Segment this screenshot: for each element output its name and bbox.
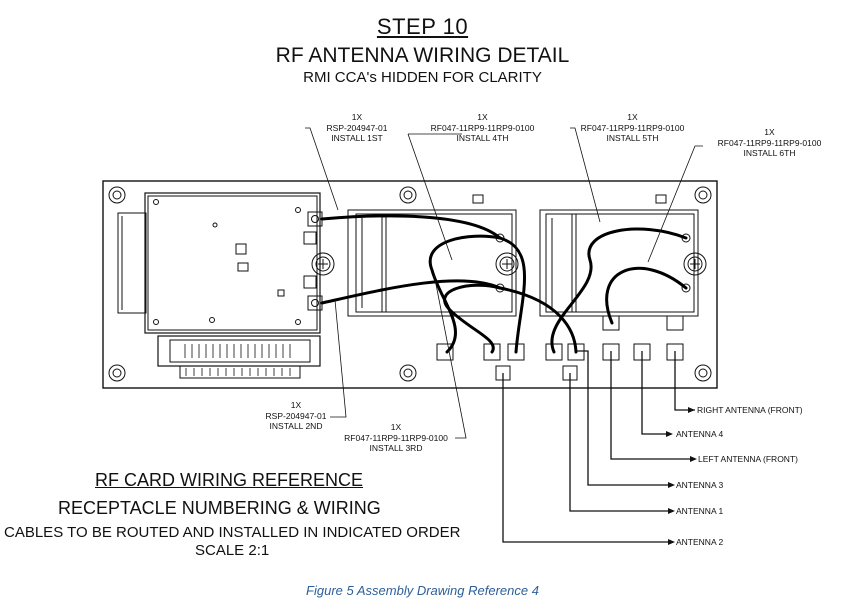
drawing-subtitle: RMI CCA's HIDDEN FOR CLARITY <box>303 69 542 86</box>
base-plate <box>102 180 718 389</box>
callout-part: RSP-204947-01 <box>326 122 388 133</box>
rf-ports-left <box>303 211 335 311</box>
callout-part: RF047-11RP9-11RP9-0100 <box>430 122 535 133</box>
reference-note: CABLES TO BE ROUTED AND INSTALLED IN IND… <box>4 524 461 541</box>
callout-part: RSP-204947-01 <box>265 410 327 421</box>
receptacles <box>436 315 684 381</box>
figure-caption: Figure 5 Assembly Drawing Reference 4 <box>306 583 539 598</box>
mounting-holes <box>108 186 712 382</box>
callout-qty: 1X <box>477 112 488 122</box>
leader-lines <box>305 127 703 439</box>
callout-qty: 1X <box>290 400 302 410</box>
callout-install-2nd: 1X RSP-204947-01 INSTALL 2ND <box>260 400 332 432</box>
label-right-antenna-front: RIGHT ANTENNA (FRONT) <box>697 405 803 415</box>
callout-part: RF047-11RP9-11RP9-0100 <box>344 432 448 443</box>
callout-order: INSTALL 6TH <box>743 148 796 158</box>
drawing-title: RF ANTENNA WIRING DETAIL <box>275 44 570 67</box>
rmi-card-slot-1 <box>347 194 519 317</box>
board-connector <box>157 335 321 379</box>
antenna-arrowheads <box>666 407 697 545</box>
callout-order: INSTALL 2ND <box>269 421 323 431</box>
callout-qty: 1X <box>390 422 402 432</box>
callout-qty: 1X <box>764 127 775 137</box>
rf-card-module <box>117 192 321 334</box>
callout-install-1st: 1X RSP-204947-01 INSTALL 1ST <box>302 112 412 144</box>
label-antenna-3: ANTENNA 3 <box>676 480 724 490</box>
callout-part: RF047-11RP9-11RP9-0100 <box>580 122 685 133</box>
callout-order: INSTALL 4TH <box>456 133 509 143</box>
rmi-card-slot-2 <box>539 194 707 317</box>
callout-install-3rd: 1X RF047-11RP9-11RP9-0100 INSTALL 3RD <box>332 422 460 454</box>
label-antenna-1: ANTENNA 1 <box>676 506 724 516</box>
callout-install-5th: 1X RF047-11RP9-11RP9-0100 INSTALL 5TH <box>565 112 700 144</box>
callout-order: INSTALL 1ST <box>331 133 383 143</box>
label-antenna-2: ANTENNA 2 <box>676 537 724 547</box>
label-antenna-4: ANTENNA 4 <box>676 429 724 439</box>
label-left-antenna-front: LEFT ANTENNA (FRONT) <box>698 454 798 464</box>
step-title: STEP 10 <box>376 14 469 39</box>
callout-order: INSTALL 5TH <box>606 133 659 143</box>
rf-cables <box>320 214 688 354</box>
callout-qty: 1X <box>627 112 638 122</box>
reference-subtitle: RECEPTACLE NUMBERING & WIRING <box>58 498 381 518</box>
callout-part: RF047-11RP9-11RP9-0100 <box>717 137 822 148</box>
callout-install-4th: 1X RF047-11RP9-11RP9-0100 INSTALL 4TH <box>415 112 550 144</box>
callout-qty: 1X <box>351 112 363 122</box>
reference-title: RF CARD WIRING REFERENCE <box>95 470 364 490</box>
reference-scale: SCALE 2:1 <box>195 542 270 559</box>
callout-order: INSTALL 3RD <box>369 443 423 453</box>
antenna-leaders <box>502 350 695 543</box>
callout-install-6th: 1X RF047-11RP9-11RP9-0100 INSTALL 6TH <box>702 127 837 159</box>
